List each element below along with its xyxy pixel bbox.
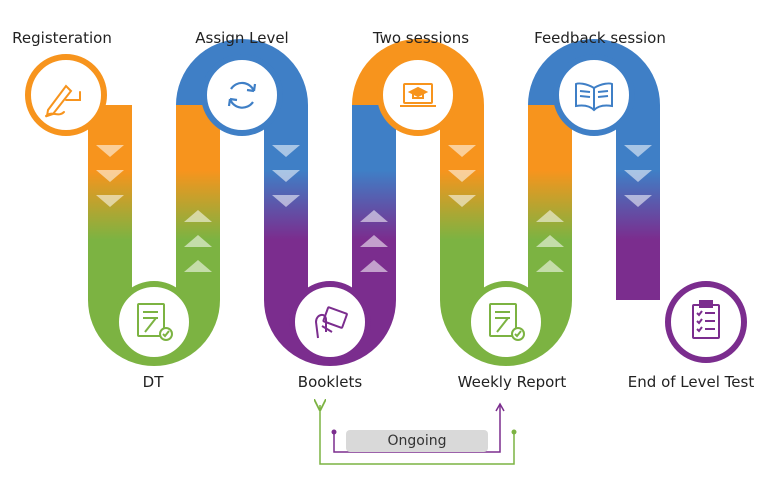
node-assign-level [201, 54, 283, 136]
step-label-assign-level: Assign Level [195, 29, 289, 47]
open-book-icon [575, 82, 613, 112]
node-registeration [25, 54, 107, 136]
step-label-end-of-level-test: End of Level Test [627, 373, 755, 391]
ongoing-label: Ongoing [346, 430, 488, 452]
laptop-graduation-cap-icon [400, 83, 436, 107]
step-label-weekly-report: Weekly Report [457, 373, 567, 391]
direction-chevrons [96, 145, 652, 272]
node-booklets [289, 281, 371, 363]
pen-writing-icon [45, 84, 81, 118]
test-checklist-icon [692, 300, 720, 339]
clipboard-check-icon [489, 303, 525, 341]
hand-holding-book-icon [314, 306, 348, 339]
step-label-two-sessions: Two sessions [372, 29, 470, 47]
step-label-feedback-session: Feedback session [534, 29, 666, 47]
cycle-arrows-icon [227, 81, 257, 109]
ongoing-connectors [320, 404, 517, 465]
step-label-booklets: Booklets [297, 373, 363, 391]
step-label-dt: DT [142, 373, 164, 391]
clipboard-check-icon [137, 303, 173, 341]
step-label-registeration: Registeration [12, 29, 112, 47]
